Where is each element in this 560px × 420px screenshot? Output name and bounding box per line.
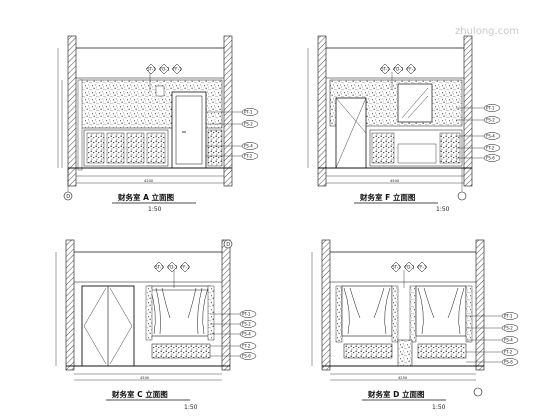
callout-right-1: PT-1 <box>483 104 501 112</box>
svg-text:FF-1: FF-1 <box>181 265 190 270</box>
svg-text:FS-6: FS-6 <box>486 156 495 161</box>
svg-text:FS-6: FS-6 <box>504 360 513 365</box>
axis-bubble <box>457 191 467 201</box>
axis-bubble <box>473 387 483 397</box>
svg-text:FF-1: FF-1 <box>407 67 416 72</box>
svg-text:FF-1: FF-1 <box>173 67 182 72</box>
callout-right-3: FS-4 <box>241 142 259 150</box>
callout-right-5: FS-6 <box>483 154 501 162</box>
panel-title: 财务室 C 立面图 <box>111 389 168 399</box>
svg-text:FD-1: FD-1 <box>160 67 170 72</box>
callout-right-2: FS-2 <box>239 320 257 328</box>
callout-top-2: FD-1 <box>166 261 178 273</box>
svg-text:FT-2: FT-2 <box>486 146 495 151</box>
watermark-text: zhulong.com <box>455 26 519 37</box>
svg-text:FS-2: FS-2 <box>504 326 513 331</box>
callout-right-4: FT-2 <box>241 152 259 160</box>
callout-top-2: FD-1 <box>158 63 170 75</box>
curtain-window-1 <box>341 285 393 337</box>
svg-text:FS-2: FS-2 <box>244 122 253 127</box>
svg-text:FS-2: FS-2 <box>486 118 495 123</box>
axis-label: D <box>226 242 230 248</box>
sideboard <box>151 343 211 359</box>
callout-right-4: FT-2 <box>483 144 501 152</box>
callout-top-3: FF-1 <box>171 63 183 75</box>
svg-text:FS-6: FS-6 <box>242 354 251 359</box>
panel-scale: 1:50 <box>436 206 450 213</box>
callout-right-4: FT-2 <box>501 348 519 356</box>
panel-elevation-d: 4250 ST-1 FD-1 FF-1 PT-1 FS-2 FS-4 FT-2 … <box>311 239 519 411</box>
svg-text:PT-1: PT-1 <box>244 110 253 115</box>
svg-text:ST-1: ST-1 <box>147 67 156 72</box>
svg-text:ST-1: ST-1 <box>392 265 401 270</box>
svg-text:FS-4: FS-4 <box>486 134 495 139</box>
left-section-wall <box>67 35 77 187</box>
right-section-wall <box>223 35 233 187</box>
dimension-width: 4200 <box>144 179 154 183</box>
callout-top-1: ST-1 <box>379 63 391 75</box>
curtain-window <box>147 285 211 337</box>
callout-top-1: ST-1 <box>145 63 157 75</box>
panel-elevation-c: 4500 D ST-1 FD-1 FF-1 PT-1 FS-2 FS-4 FT-… <box>55 239 257 411</box>
panel-scale: 1:50 <box>432 404 446 411</box>
svg-text:FS-2: FS-2 <box>242 322 251 327</box>
svg-text:PT-1: PT-1 <box>486 106 495 111</box>
callout-right-3: FS-4 <box>483 132 501 140</box>
dimension-width: 4250 <box>398 376 408 380</box>
svg-text:PT-1: PT-1 <box>242 312 251 317</box>
callout-right-2: FS-2 <box>241 120 259 128</box>
panel-title: 财务室 A 立面图 <box>117 192 175 202</box>
panel-title: 财务室 F 立面图 <box>359 192 416 202</box>
svg-text:FD-1: FD-1 <box>405 265 415 270</box>
callout-right-1: PT-1 <box>501 312 519 320</box>
callout-right-3: FS-4 <box>501 336 519 344</box>
svg-text:FD-1: FD-1 <box>394 67 404 72</box>
callout-right-1: PT-1 <box>239 310 257 318</box>
panel-elevation-a: 4200 D ST-1 FD-1 FF-1 PT-1 FS-2 FS-4 FT-… <box>57 35 259 213</box>
svg-text:FS-4: FS-4 <box>242 332 251 337</box>
svg-text:FD-1: FD-1 <box>168 265 178 270</box>
door <box>171 91 207 169</box>
callout-top-2: FD-1 <box>403 261 415 273</box>
callout-right-5: FS-6 <box>239 352 257 360</box>
axis-label: D <box>66 194 70 200</box>
callout-top-2: FD-1 <box>392 63 404 75</box>
svg-text:FT-2: FT-2 <box>242 344 251 349</box>
callout-top-3: FF-1 <box>416 261 428 273</box>
panel-title: 财务室 D 立面图 <box>367 389 425 399</box>
panel-scale: 1:50 <box>184 404 198 411</box>
svg-text:ST-1: ST-1 <box>381 67 390 72</box>
panel-scale: 1:50 <box>148 206 162 213</box>
callout-top-1: ST-1 <box>153 261 165 273</box>
svg-text:FS-4: FS-4 <box>504 338 513 343</box>
dimension-width: 4500 <box>390 179 400 183</box>
svg-text:ST-1: ST-1 <box>155 265 164 270</box>
svg-text:FF-1: FF-1 <box>418 265 427 270</box>
dimension-width: 4500 <box>140 376 150 380</box>
callout-right-1: PT-1 <box>241 108 259 116</box>
axis-bubble <box>223 239 233 249</box>
callout-right-2: FS-2 <box>483 116 501 124</box>
callout-top-1: ST-1 <box>390 261 402 273</box>
callout-top-3: FF-1 <box>179 261 191 273</box>
svg-text:FS-4: FS-4 <box>244 144 253 149</box>
callout-right-5: FS-6 <box>501 358 519 366</box>
svg-text:FT-2: FT-2 <box>504 350 513 355</box>
callout-right-2: FS-2 <box>501 324 519 332</box>
curtain-window-2 <box>415 285 467 337</box>
panel-elevation-f: 4500 ST-1 FD-1 FF-1 PT-1 FS-2 FS-4 FT-2 … <box>307 35 501 213</box>
callout-top-3: FF-1 <box>405 63 417 75</box>
svg-text:FT-2: FT-2 <box>244 154 253 159</box>
callout-right-3: FS-4 <box>239 330 257 338</box>
svg-text:PT-1: PT-1 <box>504 314 513 319</box>
callout-right-4: FT-2 <box>239 342 257 350</box>
